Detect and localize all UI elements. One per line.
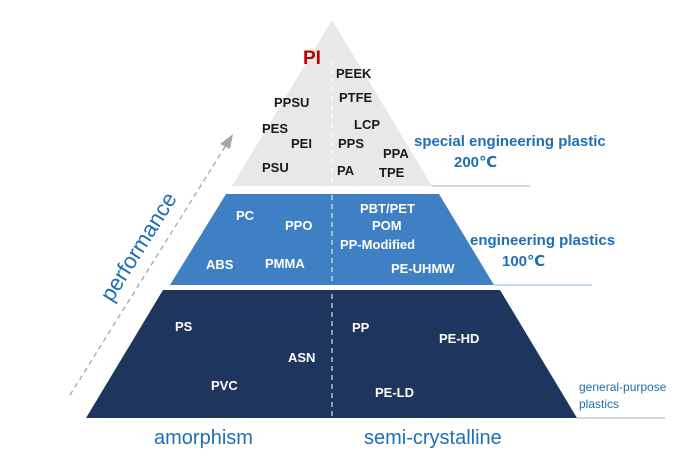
- material-pvc: PVC: [211, 378, 238, 393]
- material-tpe: TPE: [379, 165, 405, 180]
- material-pa: PA: [337, 163, 355, 178]
- engineering-tier-title: engineering plastics: [470, 232, 615, 249]
- semi-crystalline-label: semi-crystalline: [364, 427, 502, 449]
- material-pes: PES: [262, 121, 288, 136]
- material-peek: PEEK: [336, 66, 372, 81]
- special-tier-title: special engineering plastic: [414, 133, 606, 150]
- performance-arrowhead: [220, 134, 233, 149]
- special-tier-temp: 200℃: [454, 154, 497, 171]
- general-tier-title-line1: general-purpose: [579, 380, 667, 394]
- material-pp: PP: [352, 320, 370, 335]
- material-pps: PPS: [338, 136, 364, 151]
- material-asn: ASN: [288, 350, 315, 365]
- engineering-tier-temp: 100℃: [502, 253, 545, 270]
- material-pi: PI: [303, 48, 321, 69]
- material-abs: ABS: [206, 257, 234, 272]
- special-tier-shape: [232, 20, 432, 186]
- amorphism-label: amorphism: [154, 427, 253, 449]
- performance-axis-label: performance: [95, 188, 182, 306]
- material-pom: POM: [372, 218, 402, 233]
- material-pe-uhmw: PE-UHMW: [391, 261, 455, 276]
- material-pc: PC: [236, 208, 255, 223]
- general-tier-shape: [86, 290, 577, 418]
- material-pmma: PMMA: [265, 256, 305, 271]
- material-ppsu: PPSU: [274, 95, 309, 110]
- material-pe-ld: PE-LD: [375, 385, 414, 400]
- material-pei: PEI: [291, 136, 312, 151]
- performance-arrow: [69, 141, 229, 396]
- material-pe-hd: PE-HD: [439, 331, 479, 346]
- general-tier-title-line2: plastics: [579, 397, 619, 411]
- material-ppo: PPO: [285, 218, 312, 233]
- material-ppa: PPA: [383, 146, 409, 161]
- material-ptfe: PTFE: [339, 90, 373, 105]
- material-pp-modified: PP-Modified: [340, 237, 415, 252]
- engineering-tier-shape: [170, 194, 494, 285]
- material-lcp: LCP: [354, 117, 380, 132]
- material-psu: PSU: [262, 160, 289, 175]
- material-ps: PS: [175, 319, 193, 334]
- material-pbt-pet: PBT/PET: [360, 201, 415, 216]
